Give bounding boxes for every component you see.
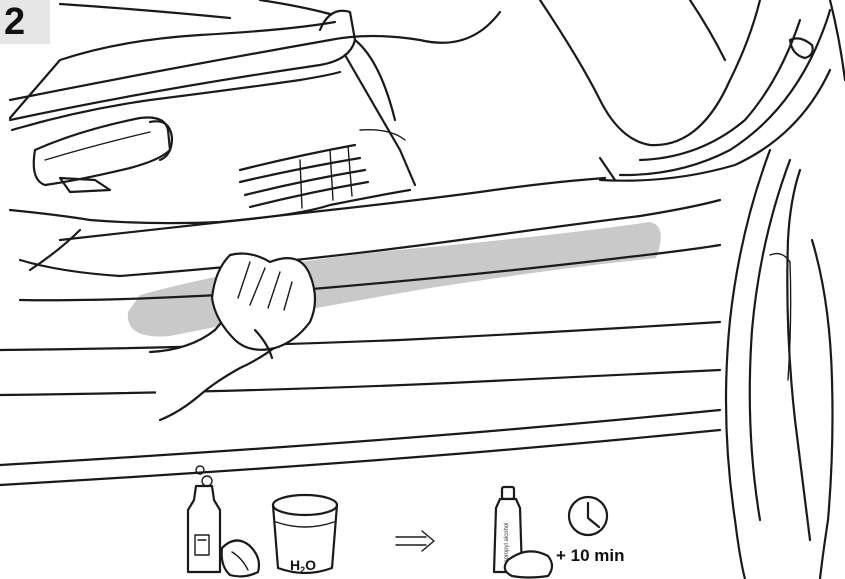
arrow-right-icon <box>396 531 434 551</box>
cleaning-area <box>128 222 661 337</box>
cloth-icon <box>222 540 259 576</box>
water-formula: H2O <box>290 557 316 575</box>
hand-with-cloth <box>150 254 315 420</box>
water-bucket-icon: H2O <box>273 495 337 575</box>
wait-time-label: + 10 min <box>556 546 636 566</box>
cleaner-bottle-icon <box>188 466 220 572</box>
clock-icon <box>569 497 607 535</box>
step-number-badge: 2 <box>0 0 50 44</box>
